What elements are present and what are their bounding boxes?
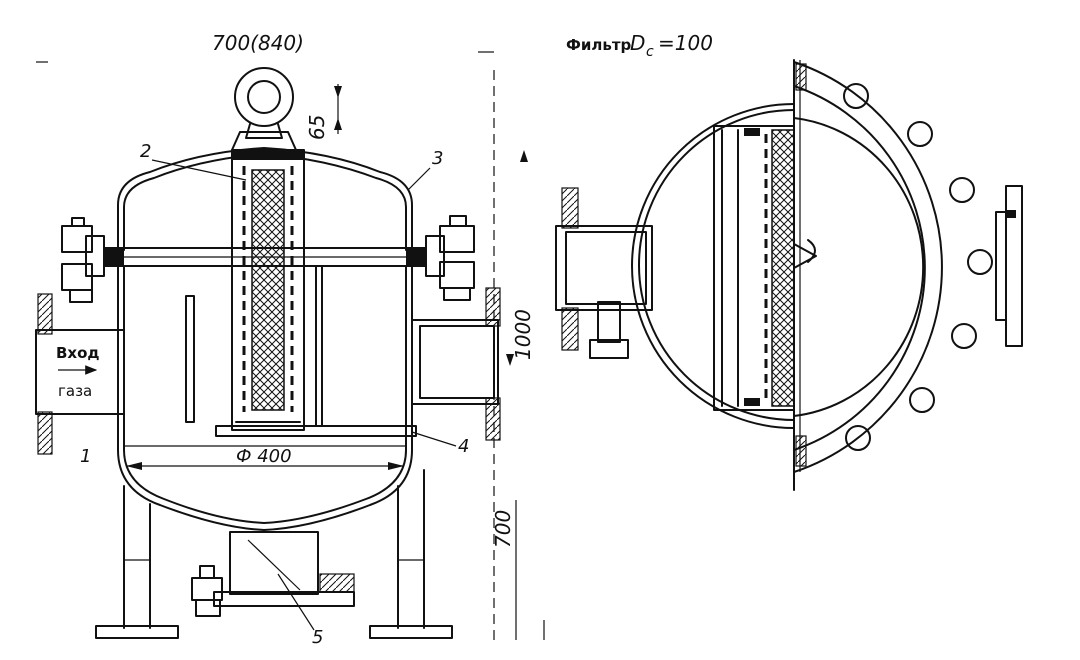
drain-nozzle bbox=[191, 531, 355, 617]
cartridge-section bbox=[713, 125, 817, 411]
left-flange-bolt bbox=[61, 217, 105, 303]
callout-5: 5 bbox=[312, 627, 323, 648]
diameter-label: Ф 400 bbox=[236, 446, 292, 467]
drawing-title: Фильтр D с =100 bbox=[566, 31, 713, 60]
filter-cartridge bbox=[231, 149, 305, 431]
inlet-nozzle: Вход газа bbox=[35, 293, 125, 455]
vessel-legs bbox=[95, 469, 453, 639]
bolt-clearance-label: 65 bbox=[305, 115, 329, 140]
right-flange-bolt bbox=[425, 215, 475, 301]
flange-bolts bbox=[795, 63, 993, 467]
callout-1: 1 bbox=[80, 446, 91, 467]
drain-bolt bbox=[191, 565, 223, 617]
callout-2: 2 bbox=[140, 141, 151, 162]
side-clamp bbox=[995, 185, 1023, 347]
title-subscript: с bbox=[646, 44, 654, 60]
callout-4: 4 bbox=[458, 436, 469, 457]
front-section-view: Вход газа bbox=[35, 67, 545, 648]
title-text: Фильтр bbox=[566, 36, 632, 54]
left-baffle bbox=[185, 295, 195, 423]
title-value: =100 bbox=[658, 31, 713, 55]
inlet-label-line2: газа bbox=[58, 382, 92, 400]
side-nozzle bbox=[555, 187, 653, 359]
title-designation: D bbox=[630, 31, 645, 55]
callout-3: 3 bbox=[432, 148, 443, 169]
vessel-shell bbox=[117, 147, 413, 251]
inlet-label-line1: Вход bbox=[56, 344, 100, 362]
overall-width-dimension: 700(840) bbox=[212, 31, 304, 55]
leg-height-label: 700 bbox=[491, 510, 515, 548]
height-label: 1000 bbox=[511, 309, 535, 360]
outlet-nozzle bbox=[411, 287, 501, 441]
side-half-view bbox=[555, 59, 1023, 491]
flange-ring bbox=[793, 61, 943, 473]
lifting-eye bbox=[231, 67, 297, 151]
